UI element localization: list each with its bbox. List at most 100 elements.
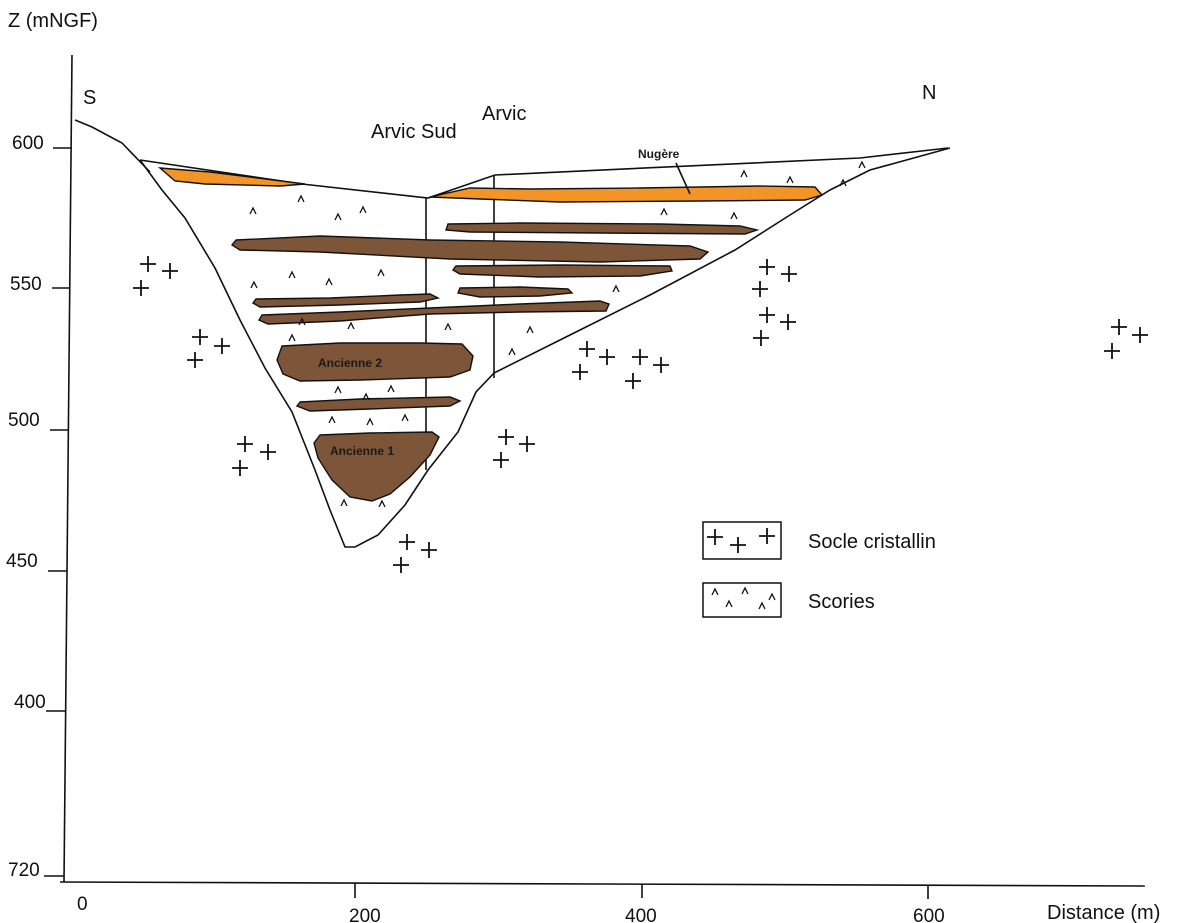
socle-cristallin-symbols [133,256,1148,573]
plus-icon [399,534,415,550]
ground-surface-south [74,119,151,173]
plus-icon [232,460,248,476]
nugere-leader-line [675,162,691,195]
caret-icon [401,413,409,422]
basalt-flow [257,300,610,325]
plus-icon [493,452,509,468]
ancienne-2-label: Ancienne 2 [318,356,382,370]
caret-icon [325,277,333,286]
caret-icon [378,499,386,508]
plus-icon [653,357,669,373]
legend: Socle cristallin Scories [702,521,936,618]
plus-icon [214,338,230,354]
y-tick-label: 550 [10,274,42,295]
legend-socle-box [702,521,782,560]
caret-icon [786,175,794,184]
arvic-sud-label: Arvic Sud [371,121,457,143]
plus-icon [707,529,723,545]
plus-icon [519,436,535,452]
north-label: N [922,82,936,104]
plus-icon [781,266,797,282]
y-tick-label: 500 [8,410,40,431]
caret-icon [334,212,342,221]
caret-icon [740,169,748,178]
basalt-flow [251,293,441,308]
caret-icon [526,325,534,334]
caret-icon [347,321,355,330]
valley-floor-line [139,147,951,548]
caret-icon [387,384,395,393]
y-tick-label: 400 [14,692,46,713]
plus-icon [730,537,746,553]
plus-icon [780,314,796,330]
x-axis-title: Distance (m) [1047,902,1160,923]
y-tick-label: 720 [8,860,40,881]
x-tick-label: 0 [77,894,88,915]
y-axis-title: Z (mNGF) [8,10,98,32]
caret-icon [660,207,668,216]
caret-icon [839,178,847,187]
nugere-flows [157,162,824,203]
caret-icon [725,599,733,608]
plus-icon [1111,319,1127,335]
caret-icon [250,280,258,289]
plus-icon [393,557,409,573]
y-tick-label: 600 [12,133,44,154]
caret-icon [288,270,296,279]
caret-icon [858,160,866,169]
basalt-flows [230,222,760,502]
plus-icon [707,528,775,553]
plus-icon [260,444,276,460]
axes: Z (mNGF) Distance (m) 600 550 500 450 40… [6,10,1160,923]
plus-icon [421,542,437,558]
nugere-label: Nugère [638,147,680,161]
caret-icon [334,385,342,394]
plus-icon [759,307,775,323]
plus-icon [187,352,203,368]
caret-icon [377,268,385,277]
x-axis [59,881,1146,887]
y-axis [63,54,73,883]
x-tick-label: 200 [349,906,381,923]
plus-icon [498,429,514,445]
caret-icon [730,211,738,220]
nugere-flow-north [429,185,824,203]
plus-icon [759,528,775,544]
plus-icon [753,330,769,346]
legend-scories-label: Scories [808,591,875,613]
caret-icon [758,601,766,610]
plus-icon [1104,343,1120,359]
plus-icon [1132,327,1148,343]
caret-icon [711,587,719,596]
caret-icon [297,194,305,203]
caret-icon [359,205,367,214]
plus-icon [632,349,648,365]
caret-icon [711,586,776,610]
plus-icon [140,256,156,272]
scories-symbols [249,160,866,508]
plus-icon [759,259,775,275]
caret-icon [328,415,336,424]
basalt-flow [295,396,462,412]
section-labels: S N Arvic Sud Arvic Nugère Ancienne 2 An… [83,82,936,458]
plus-icon [625,373,641,389]
basalt-flow [445,222,760,235]
basalt-flow [457,286,574,298]
caret-icon [249,206,257,215]
legend-socle-label: Socle cristallin [808,531,936,553]
caret-icon [288,333,296,342]
plus-icon [752,281,768,297]
legend-scories-box [702,582,782,618]
x-tick-label: 400 [625,906,657,923]
plus-icon [572,364,588,380]
caret-icon [444,322,452,331]
caret-icon [508,347,516,356]
caret-icon [612,284,620,293]
plus-icon [162,263,178,279]
caret-icon [298,317,306,326]
caret-icon [768,592,776,601]
arvic-label: Arvic [482,103,526,125]
ancienne-2-flow [276,342,474,382]
ancienne-1-flow [313,431,440,502]
